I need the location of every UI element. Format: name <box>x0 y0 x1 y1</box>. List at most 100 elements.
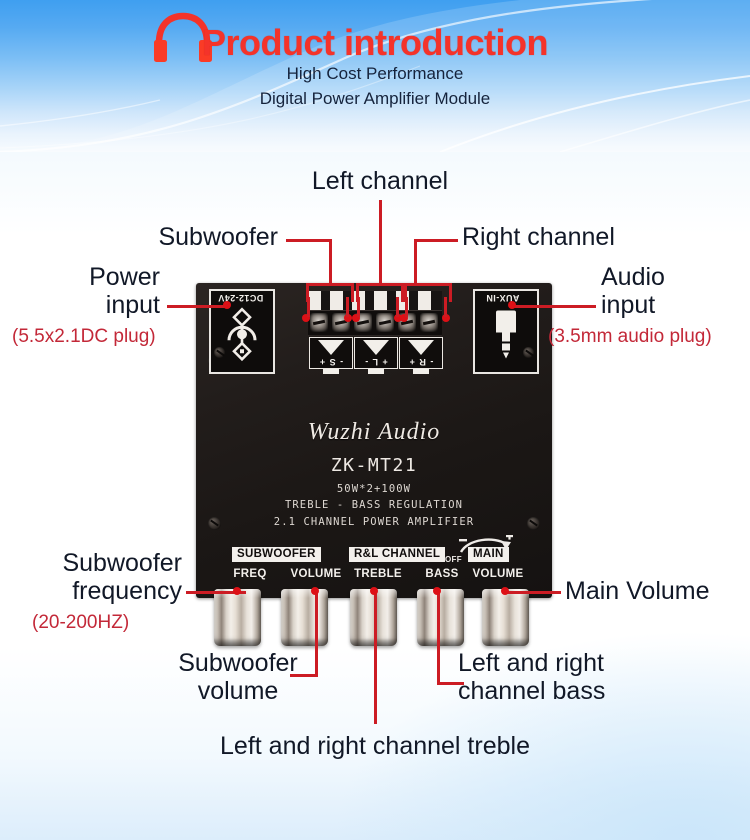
leader-main-volume <box>505 591 561 594</box>
board-screw-bottom-right <box>527 517 540 530</box>
dot-power-input <box>223 301 231 309</box>
leader-channel-bass-v <box>437 591 440 685</box>
callout-subwoofer-frequency-note: (20-200HZ) <box>32 612 130 633</box>
dot-subwoofer-volume <box>311 587 319 595</box>
callout-power-input-line2: input <box>105 291 160 319</box>
power-port-screw <box>214 347 225 358</box>
terminal-screw-row <box>308 310 442 336</box>
dc-jack-icon <box>227 306 257 361</box>
subwoofer-terminal: - S + <box>309 337 353 369</box>
callout-channel-bass-line2: channel bass <box>458 677 606 705</box>
knob-label-subwoofer-volume: VOLUME <box>290 568 342 580</box>
callout-subwoofer-frequency-line1: Subwoofer <box>62 549 182 577</box>
spec-power: 50W*2+100W <box>336 483 412 495</box>
volume-rotation-arc-icon <box>459 535 513 553</box>
dot-right-terminal-neg <box>400 314 408 322</box>
dot-audio-input <box>508 301 516 309</box>
banner-title: Product introduction <box>202 22 548 63</box>
leader-audio-input <box>512 305 596 308</box>
bracket-right-channel <box>404 283 452 302</box>
callout-subwoofer-frequency-line2: frequency <box>72 577 182 605</box>
callout-power-input-line1: Power <box>89 263 160 291</box>
speaker-icon <box>363 340 389 355</box>
speaker-icon <box>408 340 434 355</box>
subwoofer-freq-knob[interactable] <box>214 589 261 646</box>
brand-name: Wuzhi Audio <box>307 419 441 445</box>
board-screw-bottom-left <box>208 517 221 530</box>
rl-channel-group-label: R&L CHANNEL <box>349 547 446 562</box>
knob-label-freq: FREQ <box>233 568 267 580</box>
dot-main-volume <box>501 587 509 595</box>
leader-subwoofer-volume-v <box>315 591 318 677</box>
leader-right-channel-v <box>414 239 417 285</box>
corner-glow-decoration <box>330 630 750 840</box>
spec-channel: 2.1 CHANNEL POWER AMPLIFIER <box>273 516 475 528</box>
power-input-port[interactable]: DC12-24V <box>209 289 275 374</box>
off-marker-label: OFF <box>445 555 462 564</box>
amplifier-board: DC12-24V <box>196 283 552 598</box>
leader-subwoofer-v <box>329 239 332 285</box>
callout-right-channel: Right channel <box>462 223 615 251</box>
dot-subwoofer-frequency <box>233 587 241 595</box>
leader-left-pos <box>396 297 399 317</box>
callout-subwoofer-volume-line2: volume <box>197 677 279 705</box>
terminal-screw[interactable] <box>376 313 394 332</box>
banner-subtitle-line2: Digital Power Amplifier Module <box>259 89 491 108</box>
callout-power-input-note: (5.5x2.1DC plug) <box>12 326 156 347</box>
leader-right-neg <box>405 297 408 317</box>
leader-right-pos <box>444 297 447 317</box>
leader-left-neg <box>357 297 360 317</box>
audio-input-port[interactable]: AUX-IN <box>473 289 539 374</box>
callout-channel-treble: Left and right channel treble <box>220 732 530 760</box>
aux-jack-icon <box>496 309 516 358</box>
leader-power-input <box>167 305 227 308</box>
right-terminal: - R + <box>399 337 443 369</box>
terminal-screw[interactable] <box>310 313 328 332</box>
leader-left-channel <box>379 200 382 284</box>
callout-channel-bass-line1: Left and right <box>458 649 604 677</box>
leader-subwoofer-h <box>286 239 332 242</box>
speaker-terminal-block[interactable]: - S + + L - - R + <box>308 291 443 369</box>
spec-regulation: TREBLE - BASS REGULATION <box>284 499 464 511</box>
callout-main-volume: Main Volume <box>565 577 710 605</box>
callout-left-channel: Left channel <box>311 167 449 195</box>
header-banner: Product introduction High Cost Performan… <box>0 0 750 152</box>
dot-left-terminal-neg <box>352 314 360 322</box>
terminal-polarity-label: - R + <box>408 357 434 367</box>
dot-channel-treble <box>370 587 378 595</box>
knob-label-main-volume: VOLUME <box>472 568 524 580</box>
leader-right-channel-h <box>414 239 458 242</box>
dot-left-terminal-pos <box>394 314 402 322</box>
dot-right-terminal-pos <box>442 314 450 322</box>
leader-sub-pos <box>346 297 349 317</box>
leader-subwoofer-frequency <box>186 591 246 594</box>
aux-port-screw <box>523 347 534 358</box>
dot-channel-bass <box>433 587 441 595</box>
main-volume-knob[interactable] <box>482 589 529 646</box>
leader-channel-treble <box>374 591 377 724</box>
leader-subwoofer-volume-h <box>290 674 318 677</box>
callout-audio-input-line2: input <box>601 291 656 319</box>
callout-audio-input-note: (3.5mm audio plug) <box>548 326 712 347</box>
bass-knob[interactable] <box>417 589 464 646</box>
dot-sub-terminal-neg <box>302 314 310 322</box>
knob-label-treble: TREBLE <box>354 568 402 580</box>
main-group-label: MAIN <box>468 547 509 562</box>
leader-channel-bass-h <box>438 682 464 685</box>
terminal-polarity-label: - S + <box>318 357 344 367</box>
bracket-left-channel <box>356 283 404 302</box>
left-terminal: + L - <box>354 337 398 369</box>
terminal-screw[interactable] <box>420 313 438 332</box>
callout-audio-input-line1: Audio <box>601 263 665 291</box>
speaker-icon <box>318 340 344 355</box>
callout-subwoofer: Subwoofer <box>158 223 278 251</box>
subwoofer-volume-knob[interactable] <box>281 589 328 646</box>
headphone-icon <box>154 12 212 62</box>
leader-sub-neg <box>307 297 310 317</box>
banner-subtitle-line1: High Cost Performance <box>286 64 464 83</box>
knob-label-bass: BASS <box>425 568 459 580</box>
terminal-polarity-label: + L - <box>364 357 388 367</box>
subwoofer-group-label: SUBWOOFER <box>232 547 321 562</box>
bracket-subwoofer <box>306 283 354 302</box>
